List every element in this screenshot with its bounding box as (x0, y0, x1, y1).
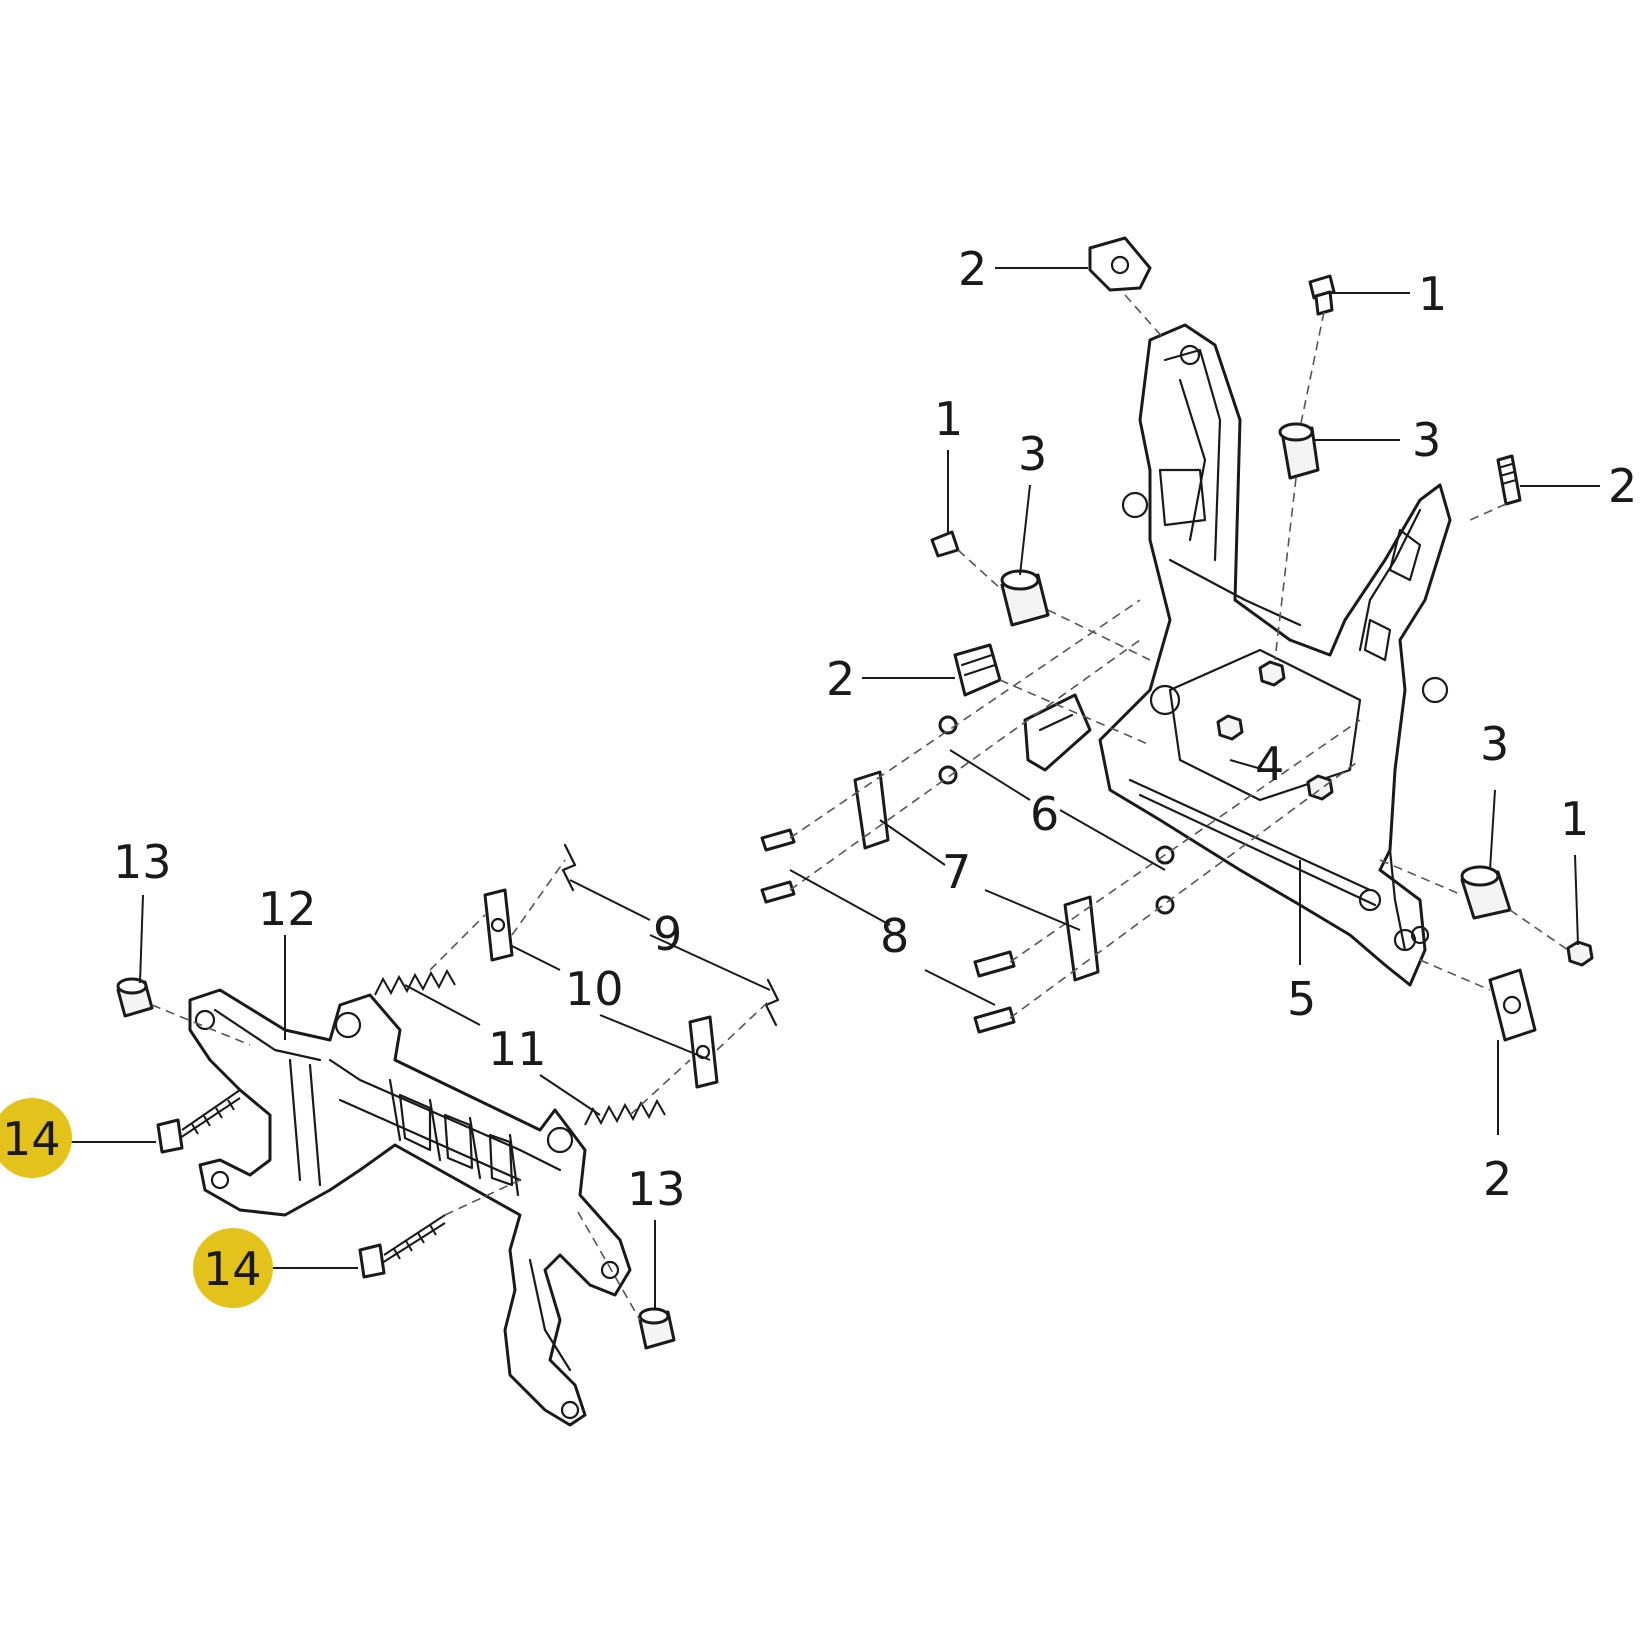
callout-1-right: 1 (1560, 792, 1589, 846)
callout-14-left: 14 (2, 1112, 61, 1166)
main-frame-bracket (1023, 323, 1452, 987)
assembly-lines-right (789, 294, 1569, 1019)
right-small-parts (760, 236, 1594, 1042)
callout-2-left: 2 (826, 652, 855, 706)
callout-6: 6 (1030, 787, 1059, 841)
screw-icon (358, 1243, 386, 1279)
nut-icon (1566, 940, 1594, 967)
spring-clip-icon (764, 978, 780, 1027)
callout-13-left: 13 (113, 835, 172, 889)
clip-nut-icon (1488, 968, 1537, 1042)
callout-2-top: 2 (958, 242, 987, 296)
left-small-parts (116, 843, 780, 1350)
screw-icon (1496, 454, 1522, 506)
spring-icon (584, 1098, 666, 1126)
callout-8: 8 (880, 909, 909, 963)
callout-5: 5 (1287, 972, 1316, 1026)
bolt-icon (930, 530, 960, 558)
callout-14-bottom: 14 (203, 1242, 262, 1296)
callout-11: 11 (488, 1022, 547, 1076)
screw-icon (156, 1118, 184, 1154)
callout-2-right: 2 (1608, 459, 1637, 513)
callout-3-right: 3 (1480, 717, 1509, 771)
callout-3-mid: 3 (1412, 413, 1441, 467)
link-bracket-icon (853, 770, 890, 850)
highlight-marker (193, 1228, 273, 1308)
callout-2-bottom: 2 (1483, 1152, 1512, 1206)
link-bracket-icon (1063, 895, 1100, 982)
callout-12: 12 (258, 882, 317, 936)
leader-lines (65, 267, 1600, 1310)
highlight-marker (0, 1098, 72, 1178)
callout-1-left: 1 (934, 392, 963, 446)
callout-3-left: 3 (1018, 427, 1047, 481)
assembly-lines-left (151, 859, 771, 1321)
callout-10: 10 (565, 962, 624, 1016)
callout-9: 9 (653, 907, 682, 961)
front-bracket (188, 988, 632, 1427)
callout-7: 7 (942, 845, 971, 899)
clip-nut-icon (1088, 236, 1152, 292)
spring-icon (374, 968, 456, 996)
spring-clip-icon (561, 843, 577, 892)
callout-1-top: 1 (1418, 267, 1447, 321)
clip-nut-icon (688, 1015, 719, 1089)
clip-nut-icon (483, 888, 514, 962)
callout-13-right: 13 (627, 1162, 686, 1216)
nut-icon (1258, 660, 1286, 687)
callout-4: 4 (1255, 737, 1284, 791)
callout-labels: 2 1 1 3 3 2 2 4 6 3 1 7 8 5 2 13 12 9 10… (0, 242, 1637, 1308)
